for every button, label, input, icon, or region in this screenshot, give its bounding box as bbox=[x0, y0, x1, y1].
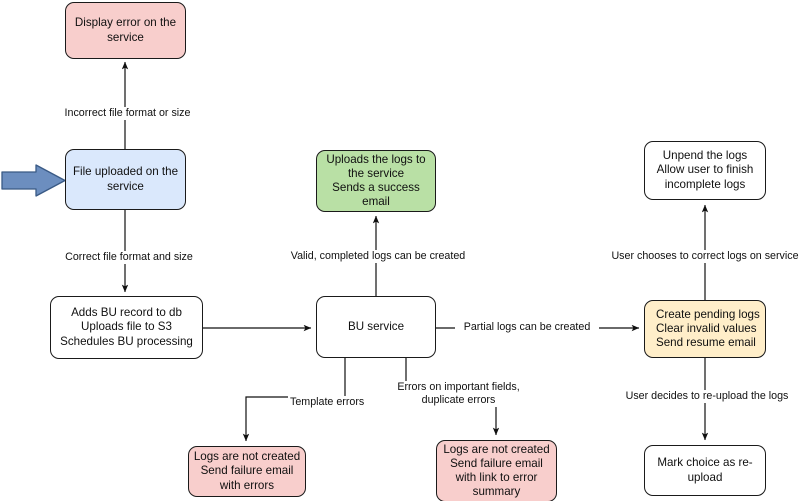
node-create-pending-logs[interactable]: Create pending logs Clear invalid values… bbox=[644, 300, 766, 358]
incoming-flow-arrow bbox=[1, 164, 66, 197]
node-adds-bu-record[interactable]: Adds BU record to db Uploads file to S3 … bbox=[50, 296, 203, 359]
edge-label-important: Errors on important fields, duplicate er… bbox=[391, 381, 526, 407]
edge-label-incorrect: Incorrect file format or size bbox=[53, 107, 202, 120]
edge-label-correct: Correct file format and size bbox=[53, 251, 205, 264]
node-display-error[interactable]: Display error on the service bbox=[65, 2, 186, 59]
edge-label-template: Template errors bbox=[288, 396, 378, 409]
node-uploads-logs[interactable]: Uploads the logs to the service Sends a … bbox=[316, 150, 436, 212]
edge-label-partial: Partial logs can be created bbox=[455, 321, 599, 334]
node-unpend-logs[interactable]: Unpend the logs Allow user to finish inc… bbox=[644, 141, 766, 200]
node-logs-not-created-errors[interactable]: Logs are not created Send failure email … bbox=[188, 446, 306, 497]
edge-label-valid: Valid, completed logs can be created bbox=[282, 250, 474, 263]
node-mark-choice[interactable]: Mark choice as re- upload bbox=[644, 445, 766, 496]
edge-label-correct-on-service: User chooses to correct logs on service bbox=[605, 250, 801, 263]
node-file-uploaded[interactable]: File uploaded on the service bbox=[65, 149, 186, 210]
node-logs-not-created-link[interactable]: Logs are not created Send failure email … bbox=[436, 440, 557, 501]
edge-label-reupload: User decides to re-upload the logs bbox=[615, 390, 799, 403]
node-bu-service[interactable]: BU service bbox=[316, 296, 436, 358]
